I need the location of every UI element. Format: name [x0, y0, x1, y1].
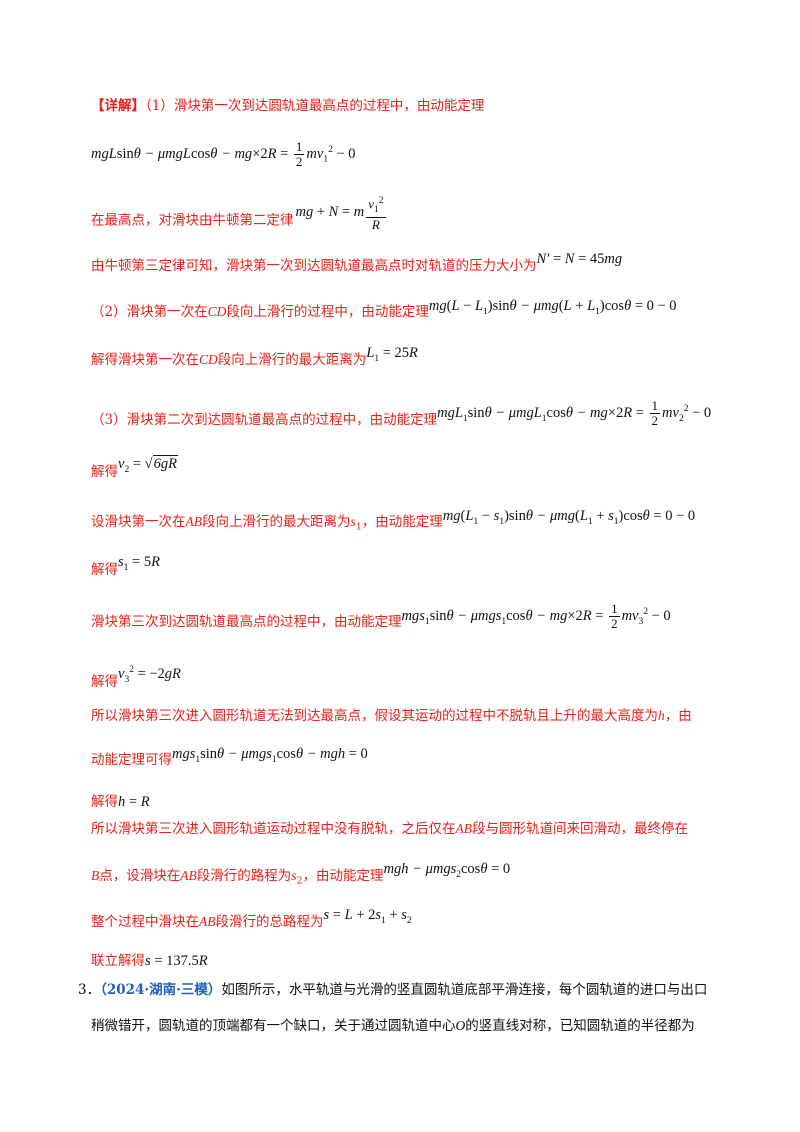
solution-header: 【详解】（1）滑块第一次到达圆轨道最高点的过程中，由动能定理	[91, 96, 484, 116]
step-text-12: 解得v32 = −2gR	[91, 665, 181, 690]
step-text-18: 整个过程中滑块在AB段滑行的总路程为s = L + 2s1 + s2	[91, 907, 412, 930]
step-text-19: 联立解得s = 137.5R	[91, 953, 208, 969]
step-text-14: 动能定理可得mgs1sinθ − μmgs1cosθ − mgh = 0	[91, 746, 368, 768]
step-text-6: 解得滑块第一次在CD段向上滑行的最大距离为L1 = 25R	[91, 345, 418, 368]
question-source: （2024·湖南·三模）	[100, 982, 222, 998]
question-3-cont: 稍微错开，圆轨道的顶端都有一个缺口，关于通过圆轨道中心O的竖直线对称，已知圆轨道…	[91, 1018, 695, 1034]
step-text-13: 所以滑块第三次进入圆形轨道无法到达最高点，假设其运动的过程中不脱轨且上升的最大高…	[91, 708, 692, 724]
step-text-5: （2）滑块第一次在CD段向上滑行的过程中，由动能定理mg(L − L1)sinθ…	[91, 298, 677, 320]
step-text-11: 滑块第三次到达圆轨道最高点的过程中，由动能定理mgs1sinθ − μmgs1c…	[91, 601, 671, 631]
step-text-8: 解得v2 = √6gR	[91, 455, 178, 480]
step-text-16: 所以滑块第三次进入圆形轨道运动过程中没有脱轨，之后仅在AB段与圆形轨道间来回滑动…	[91, 821, 688, 837]
step-text-15: 解得h = R	[91, 794, 150, 810]
detail-tag: 【详解】	[91, 98, 145, 114]
step-text-7: （3）滑块第二次到达圆轨道最高点的过程中，由动能定理mgL1sinθ − μmg…	[91, 398, 712, 428]
step-text-10: 解得s1 = 5R	[91, 554, 160, 578]
step-text-9: 设滑块第一次在AB段向上滑行的最大距离为s1，由动能定理mg(L1 − s1)s…	[91, 508, 696, 533]
question-3: 3．（2024·湖南·三模）如图所示，水平轨道与光滑的竖直圆轨道底部平滑连接，每…	[78, 982, 708, 998]
step-text-4: 由牛顿第三定律可知，滑块第一次到达圆轨道最高点时对轨道的压力大小为N′ = N …	[91, 251, 623, 274]
step-text-17: B点，设滑块在AB段滑行的路程为s2，由动能定理mgh − μmgs2cosθ …	[91, 861, 511, 887]
step1-intro: （1）滑块第一次到达圆轨道最高点的过程中，由动能定理	[145, 98, 485, 114]
